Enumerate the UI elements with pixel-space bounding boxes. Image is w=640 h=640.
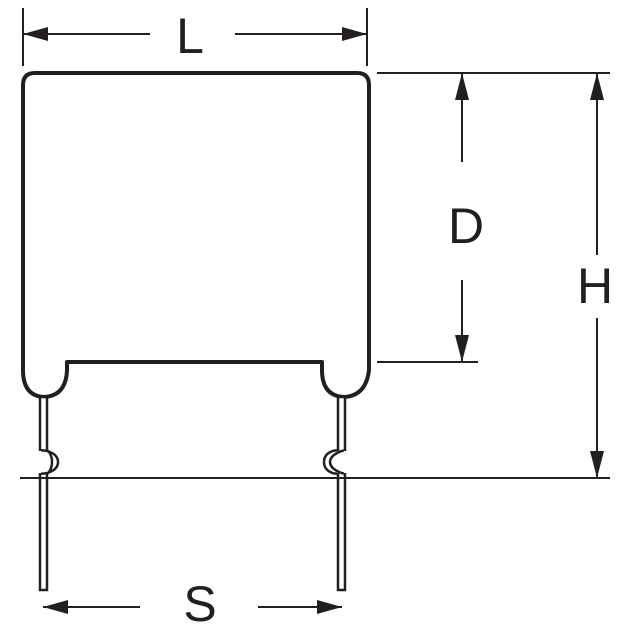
length-label: L	[176, 8, 204, 64]
spacing-dimension: S	[43, 576, 342, 632]
right-lead	[322, 395, 347, 592]
depth-label: D	[448, 198, 484, 254]
height-label: H	[577, 258, 613, 314]
length-dimension: L	[22, 8, 368, 66]
height-dimension: H	[577, 73, 613, 478]
spacing-label: S	[183, 576, 216, 632]
depth-dimension: D	[377, 72, 610, 363]
capacitor-body	[21, 71, 371, 399]
left-lead	[38, 395, 60, 592]
